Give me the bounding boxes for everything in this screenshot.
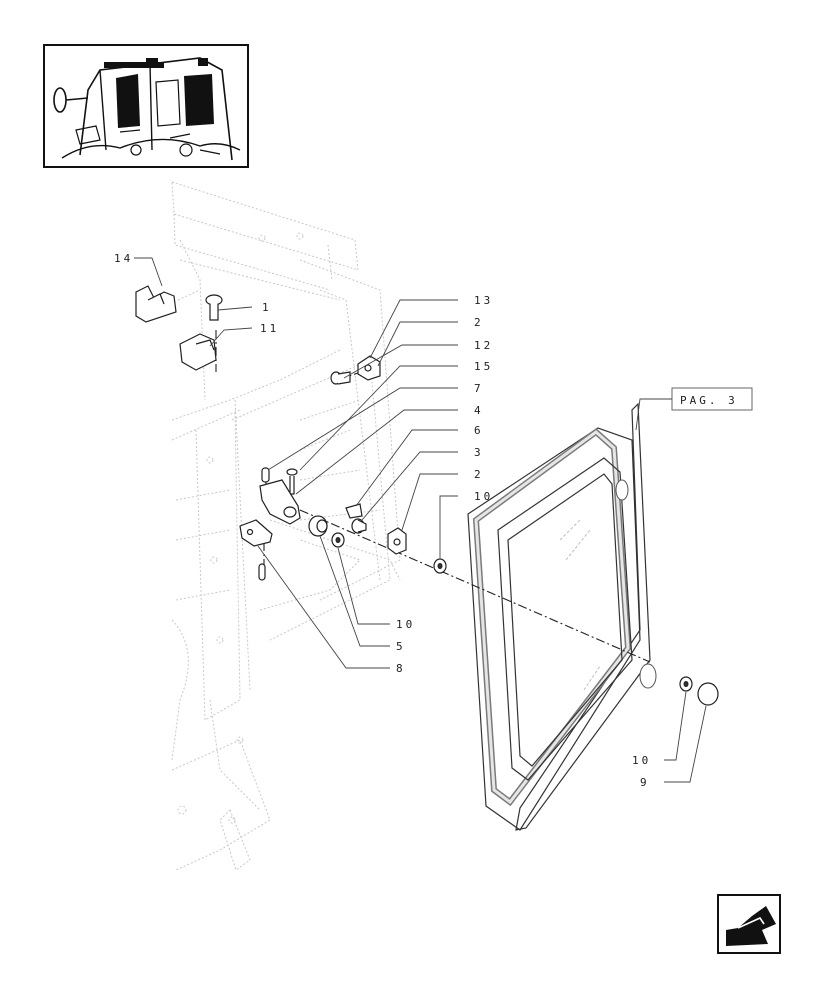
callout-3: 3 (474, 446, 484, 459)
page-reference[interactable]: PAG. 3 (635, 387, 753, 431)
callout-10a: 10 (474, 490, 493, 503)
part-8-bracket (239, 519, 273, 581)
tractor-cab-thumbnail (43, 44, 249, 168)
part-9-cap (697, 682, 719, 706)
part-2-clamp (387, 527, 407, 555)
callout-7: 7 (474, 382, 484, 395)
back-arrow-icon[interactable] (717, 894, 781, 954)
callout-2b: 2 (474, 468, 484, 481)
part-11-bracket (179, 333, 217, 371)
callout-14: 14 (114, 252, 133, 265)
callout-8: 8 (396, 662, 406, 675)
callout-15: 15 (474, 360, 493, 373)
callout-6: 6 (474, 424, 484, 437)
callout-9: 9 (640, 776, 650, 789)
part-6-latch (345, 503, 363, 519)
cab-frame-ghost (171, 181, 401, 871)
callout-1: 1 (262, 301, 272, 314)
side-window-assembly (467, 402, 657, 831)
callout-4: 4 (474, 404, 484, 417)
callout-11: 11 (260, 322, 279, 335)
callout-2: 2 (474, 316, 484, 329)
callout-labels: 14 1 11 13 2 12 15 7 4 6 3 2 10 10 5 8 1… (114, 252, 651, 789)
part-10-washer-b (433, 558, 447, 574)
leader-lines (134, 257, 707, 783)
part-5-bushing (308, 515, 328, 537)
part-10-washer-c (679, 676, 693, 692)
part-10-washer-a (331, 532, 345, 548)
callout-5: 5 (396, 640, 406, 653)
page-reference-label: PAG. 3 (680, 394, 738, 407)
part-hinge-base (259, 467, 301, 525)
callout-10b: 10 (396, 618, 415, 631)
part-14-clip (135, 285, 177, 323)
callout-10c: 10 (632, 754, 651, 767)
part-3-knob (351, 518, 367, 534)
callout-13: 13 (474, 294, 493, 307)
part-13-tab (357, 355, 381, 381)
callout-12: 12 (474, 339, 493, 352)
part-12-screw (330, 371, 351, 385)
part-1-screw (205, 294, 223, 321)
